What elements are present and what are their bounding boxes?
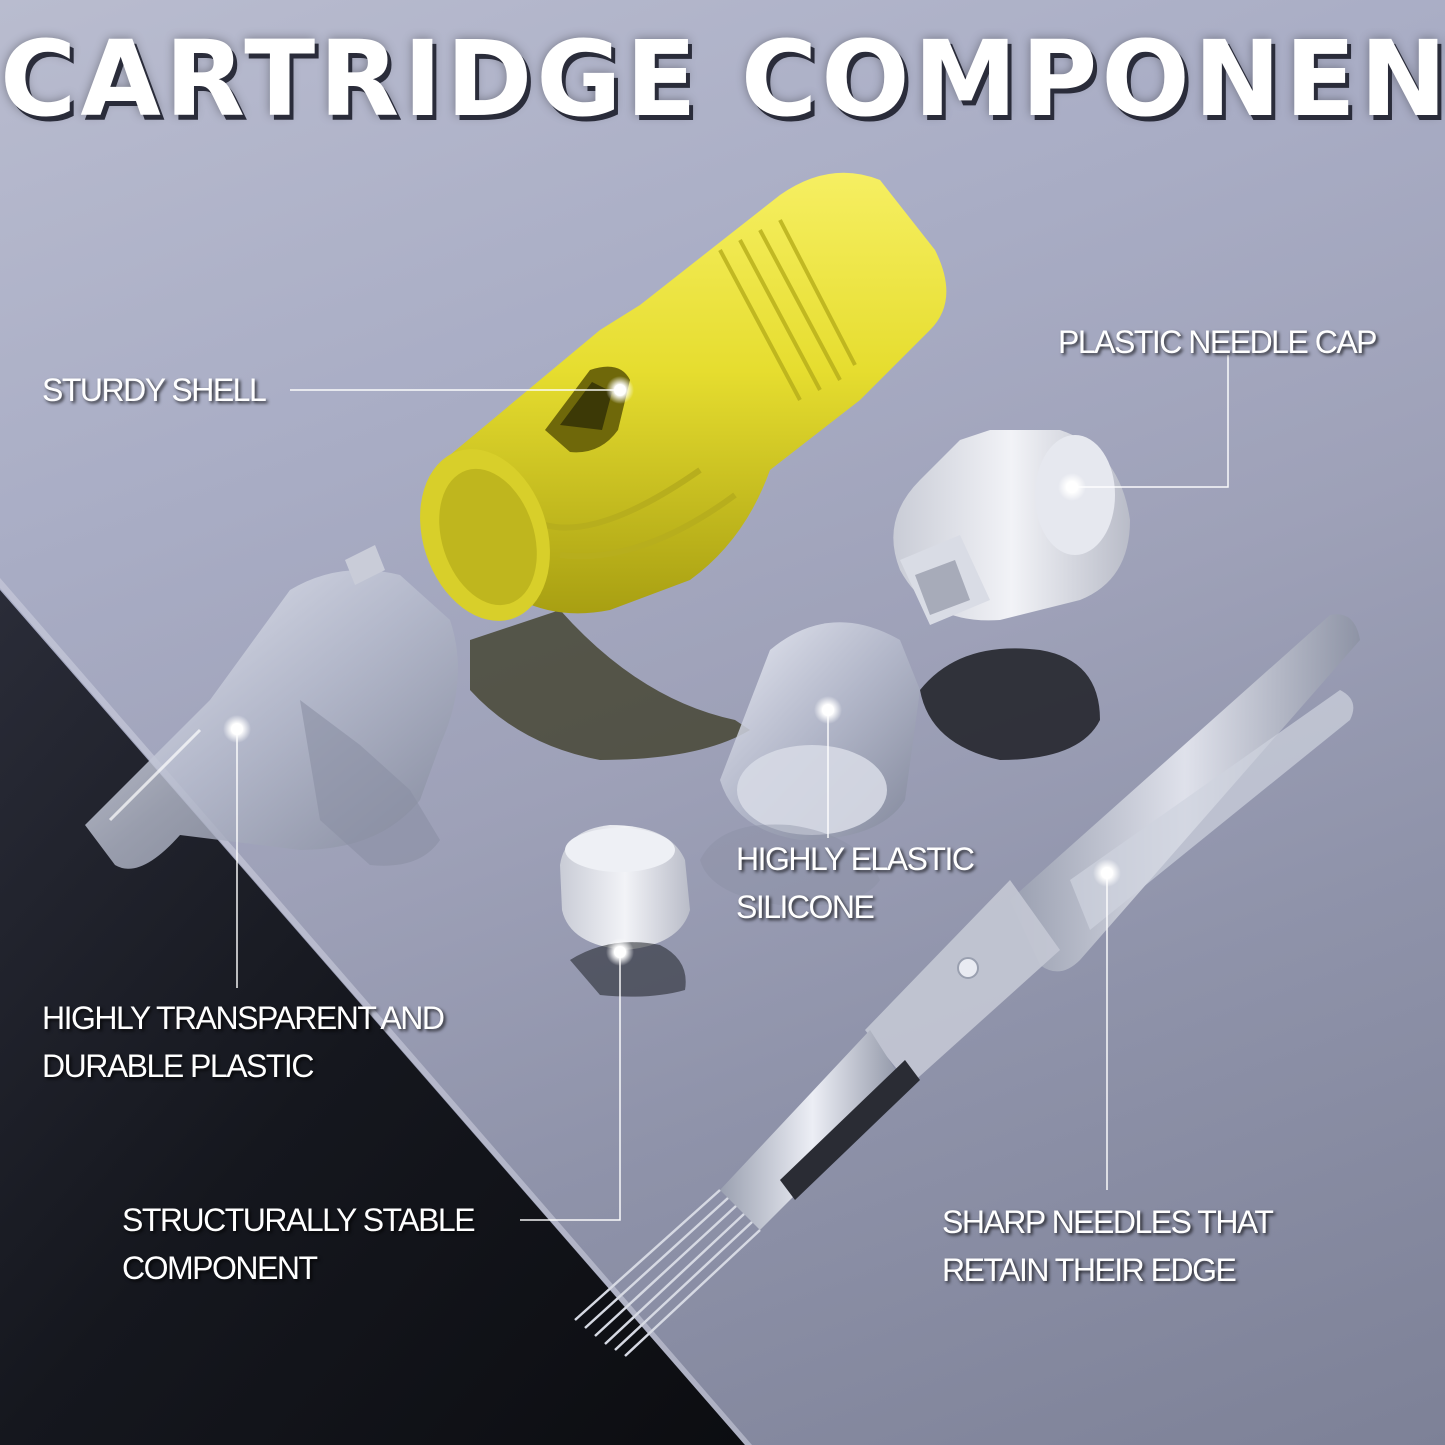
transparent-line2: DURABLE PLASTIC [42, 1048, 314, 1084]
needle-cap-text: PLASTIC NEEDLE CAP [1058, 324, 1378, 360]
needle-cap [893, 430, 1130, 760]
stable-line1: STRUCTURALLY STABLE [122, 1202, 476, 1238]
small-bushing [560, 825, 690, 997]
callout-lines [236, 355, 1229, 1221]
label-sturdy-shell: STURDY SHELL [42, 366, 267, 414]
page-title: CARTRIDGE COMPONENTS [0, 18, 1445, 140]
label-silicone: HIGHLY ELASTIC SILICONE [736, 835, 975, 931]
silicone-line2: SILICONE [736, 889, 875, 925]
needles-line1: SHARP NEEDLES THAT [942, 1204, 1274, 1240]
sturdy-shell-text: STURDY SHELL [42, 372, 267, 408]
silicone-line1: HIGHLY ELASTIC [736, 841, 975, 877]
callout-dots [223, 376, 1121, 966]
label-transparent-plastic: HIGHLY TRANSPARENT AND DURABLE PLASTIC [42, 994, 445, 1090]
label-stable-component: STRUCTURALLY STABLE COMPONENT [122, 1196, 476, 1292]
label-sharp-needles: SHARP NEEDLES THAT RETAIN THEIR EDGE [942, 1198, 1274, 1294]
silicone-cone [700, 622, 920, 906]
stable-line2: COMPONENT [122, 1250, 318, 1286]
needles-line2: RETAIN THEIR EDGE [942, 1252, 1237, 1288]
yellow-shell [420, 172, 947, 760]
label-needle-cap: PLASTIC NEEDLE CAP [1058, 318, 1378, 366]
transparent-line1: HIGHLY TRANSPARENT AND [42, 1000, 445, 1036]
clear-tip [85, 545, 458, 869]
